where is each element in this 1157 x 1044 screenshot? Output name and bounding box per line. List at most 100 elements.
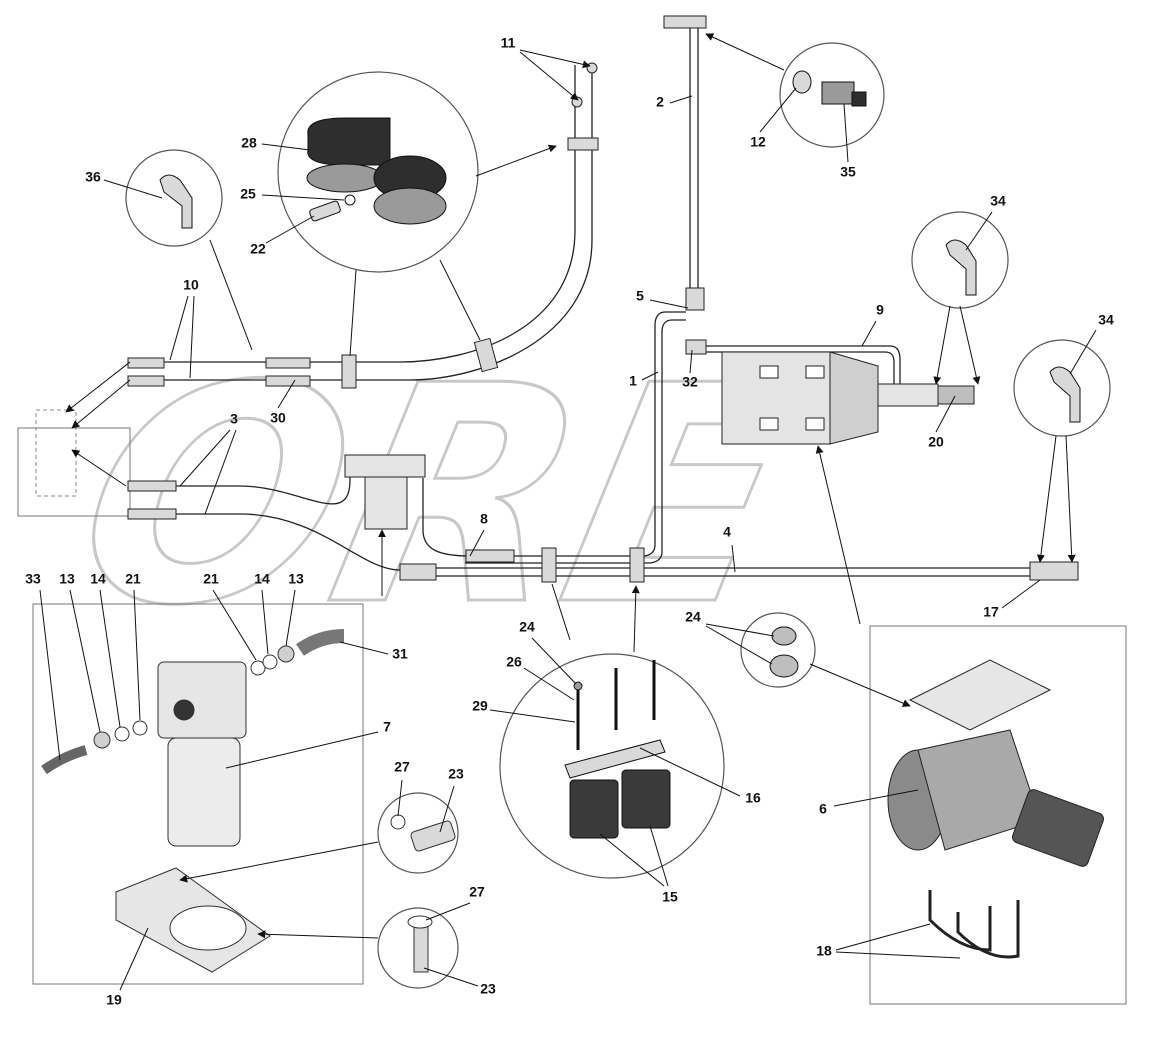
pointer-bracket-a [551, 583, 571, 641]
callout-30: 30 [270, 410, 286, 426]
pointer-valve-b [71, 379, 131, 429]
motor-window-1 [759, 365, 779, 379]
strap-18a [928, 890, 992, 952]
line-filter-head [344, 454, 426, 478]
block-15a [569, 779, 619, 839]
bolt-23a [410, 820, 456, 852]
leader-11b [519, 51, 579, 101]
pointer-bolt-a [179, 841, 379, 883]
leader-17 [1001, 579, 1041, 609]
grommet-detail [306, 117, 447, 225]
callout-1: 1 [629, 373, 637, 389]
pump-shaft [877, 383, 939, 407]
line-filter-body [364, 476, 408, 530]
ring-21-left [132, 720, 148, 736]
clip-27a [390, 814, 406, 830]
callout-32: 32 [682, 374, 698, 390]
fitting-10a [127, 357, 165, 369]
plate-16 [564, 739, 666, 779]
callout-33: 33 [25, 571, 41, 587]
line-10-upper [130, 65, 576, 363]
block-15b [621, 769, 671, 829]
hose-clamps [159, 174, 1081, 423]
callout-17: 17 [983, 604, 999, 620]
leader-4 [731, 544, 736, 573]
line-3-lower [130, 513, 401, 571]
pump-6-detail [887, 659, 1104, 959]
leader-26 [523, 667, 575, 701]
bracket-19-hole [169, 905, 247, 951]
leader-11a [519, 49, 591, 69]
pump-detail-frame [869, 625, 1127, 1005]
leader-3a [179, 429, 231, 487]
fitting-10b [127, 375, 165, 387]
ring-13-right [277, 645, 295, 663]
pump-flange [829, 351, 879, 445]
pointer-nut [809, 663, 911, 707]
callout-24: 24 [519, 619, 535, 635]
clamp-10 [341, 354, 357, 389]
callout-24: 24 [685, 609, 701, 625]
leader-19 [119, 927, 149, 991]
leader-27b [425, 902, 471, 921]
leader-2 [669, 95, 693, 104]
bolt-22 [309, 200, 341, 222]
callout-15: 15 [662, 889, 678, 905]
callout-9: 9 [876, 302, 884, 318]
filter-detail-frame [32, 603, 364, 985]
leader-34b [1069, 329, 1097, 375]
pointer-valve-c [71, 449, 127, 487]
leader-18b [835, 951, 961, 959]
end-cap-11b [571, 96, 583, 108]
clamp-15b [629, 547, 645, 583]
clip-27b [407, 915, 433, 929]
callout-23: 23 [480, 981, 496, 997]
leader-13b [285, 589, 296, 647]
sensor-35-plug [851, 91, 867, 107]
callout-16: 16 [745, 790, 761, 806]
pointer-bracket-b [631, 585, 640, 653]
plate-pump [908, 659, 1052, 731]
leader-7 [225, 731, 379, 769]
leader-9 [861, 320, 877, 347]
callout-10: 10 [183, 277, 199, 293]
fitting-30b [265, 375, 311, 387]
fitting-32 [685, 339, 707, 355]
hose-33 [41, 745, 88, 775]
line-9 [705, 345, 901, 385]
clamp-34a-shape [945, 239, 977, 296]
leader-10b [189, 295, 195, 379]
nut-24b [769, 654, 799, 678]
filter-7-detail [41, 629, 456, 973]
clamp-15a [541, 547, 557, 583]
callout-11: 11 [501, 35, 516, 51]
line-filter [344, 454, 426, 530]
callout-7: 7 [383, 719, 391, 735]
callout-8: 8 [480, 511, 488, 527]
motor-window-3 [759, 417, 779, 431]
leader-31 [339, 641, 389, 655]
callout-19: 19 [106, 992, 122, 1008]
leader-13a [69, 589, 101, 733]
callout-34: 34 [990, 193, 1006, 209]
leader-6 [833, 789, 919, 807]
pointer-34b-b [1065, 435, 1076, 563]
callout-21: 21 [125, 571, 141, 587]
filter-7-head [157, 661, 247, 739]
callout-35: 35 [840, 164, 856, 180]
callout-27: 27 [394, 759, 410, 775]
bracket-detail [564, 660, 671, 839]
line-8 [422, 478, 471, 557]
grommet-28-left [307, 117, 391, 166]
leader-15a [599, 833, 665, 887]
leader-36 [103, 179, 163, 199]
callout-25: 25 [240, 186, 256, 202]
pump-outlet [937, 385, 975, 405]
pump-6-head [1012, 789, 1104, 867]
pointer-grommet-b [349, 269, 357, 357]
pointer-34a-b [959, 305, 981, 385]
line-9b [705, 351, 895, 385]
grommet-28-left-base [306, 163, 384, 193]
callout-34: 34 [1098, 312, 1114, 328]
